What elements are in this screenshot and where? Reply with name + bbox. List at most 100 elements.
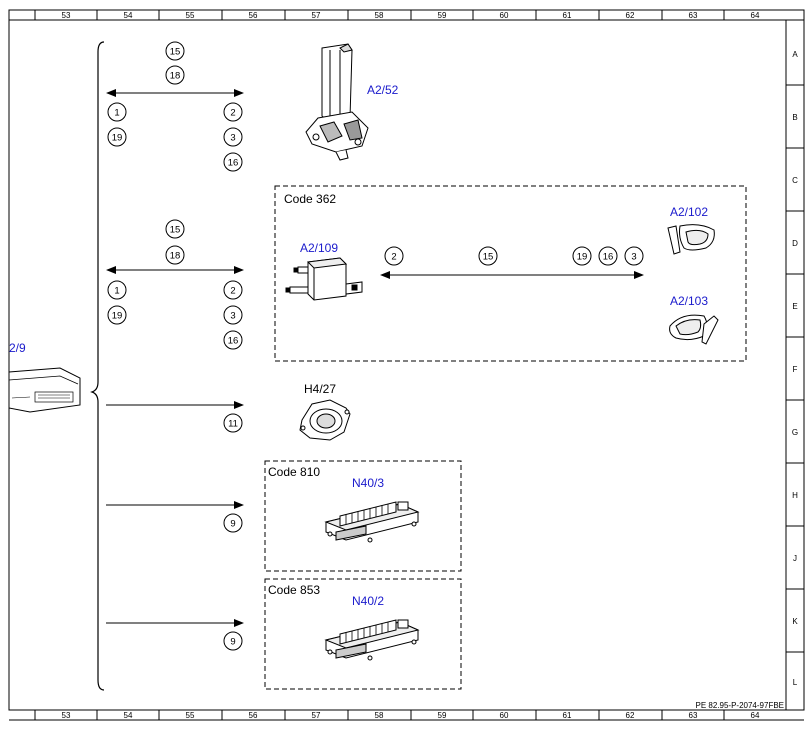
svg-text:11: 11 bbox=[228, 419, 238, 430]
svg-text:19: 19 bbox=[112, 311, 123, 322]
col-label: 58 bbox=[375, 711, 384, 720]
col-label: 53 bbox=[62, 711, 71, 720]
svg-text:3: 3 bbox=[230, 311, 235, 322]
row-label: F bbox=[793, 365, 798, 374]
row-label: J bbox=[793, 554, 797, 563]
svg-text:1: 1 bbox=[114, 108, 119, 119]
svg-text:15: 15 bbox=[170, 225, 181, 236]
col-label: 53 bbox=[62, 11, 71, 20]
n40-3-connection bbox=[106, 501, 244, 509]
col-label: 54 bbox=[124, 11, 133, 20]
col-label: 55 bbox=[186, 711, 195, 720]
n40-3-wire-markers: 9 bbox=[223, 513, 243, 533]
svg-text:16: 16 bbox=[228, 336, 239, 347]
col-label: 64 bbox=[751, 711, 760, 720]
group-box-code-853 bbox=[264, 578, 462, 690]
col-label: 61 bbox=[563, 11, 572, 20]
bus-brace bbox=[90, 41, 105, 691]
component-label-a2-103: A2/103 bbox=[670, 294, 708, 308]
a2-52-connection bbox=[106, 89, 244, 97]
group-label-code-810: Code 810 bbox=[268, 465, 320, 479]
wire-marker: 19 bbox=[107, 305, 127, 325]
svg-text:9: 9 bbox=[230, 637, 235, 648]
wire-marker: 18 bbox=[165, 245, 185, 265]
wire-marker: 16 bbox=[598, 246, 618, 266]
col-label: 63 bbox=[689, 11, 698, 20]
diagram-frame bbox=[8, 9, 805, 711]
col-label: 54 bbox=[124, 711, 133, 720]
wire-marker: 3 bbox=[223, 127, 243, 147]
component-label-partial: 2/9 bbox=[9, 341, 26, 355]
group-label-code-362: Code 362 bbox=[284, 192, 336, 206]
col-label: 64 bbox=[751, 11, 760, 20]
wire-marker: 1 bbox=[107, 280, 127, 300]
control-module-icon bbox=[324, 619, 420, 661]
col-label: 62 bbox=[626, 711, 635, 720]
svg-text:19: 19 bbox=[112, 133, 123, 144]
col-label: 55 bbox=[186, 11, 195, 20]
wire-marker: 15 bbox=[478, 246, 498, 266]
mirror-wire-markers: 2 15 19 16 3 bbox=[384, 246, 644, 266]
column-labels-top: 53 54 55 56 57 58 59 60 61 62 63 64 bbox=[62, 11, 760, 20]
row-separators bbox=[786, 84, 804, 653]
wire-marker: 19 bbox=[572, 246, 592, 266]
group-label-code-853: Code 853 bbox=[268, 583, 320, 597]
col-label: 58 bbox=[375, 11, 384, 20]
row-labels: A B C D E F G H J K L bbox=[792, 50, 798, 687]
wire-marker: 3 bbox=[624, 246, 644, 266]
svg-text:18: 18 bbox=[170, 251, 181, 262]
col-label: 57 bbox=[312, 711, 321, 720]
h4-27-connection bbox=[106, 401, 244, 409]
col-label: 62 bbox=[626, 11, 635, 20]
wire-marker: 3 bbox=[223, 305, 243, 325]
col-label: 60 bbox=[500, 11, 509, 20]
svg-text:3: 3 bbox=[230, 133, 235, 144]
wire-marker: 2 bbox=[384, 246, 404, 266]
row-label: K bbox=[792, 617, 798, 626]
row-label: A bbox=[792, 50, 798, 59]
mirror-right-icon bbox=[669, 314, 719, 345]
wire-marker: 18 bbox=[165, 65, 185, 85]
a2-52-wire-markers: 15 18 1 19 2 3 16 bbox=[107, 41, 243, 172]
wire-marker: 16 bbox=[223, 152, 243, 172]
col-label: 60 bbox=[500, 711, 509, 720]
n40-2-wire-markers: 9 bbox=[223, 631, 243, 651]
col-label: 61 bbox=[563, 711, 572, 720]
svg-text:9: 9 bbox=[230, 519, 235, 530]
wire-marker: 15 bbox=[165, 41, 185, 61]
row-label: G bbox=[792, 428, 798, 437]
column-separators bbox=[34, 10, 725, 720]
group-box-code-810 bbox=[264, 460, 462, 572]
wire-marker: 15 bbox=[165, 219, 185, 239]
component-label-a2-109: A2/109 bbox=[300, 241, 338, 255]
col-label: 59 bbox=[438, 11, 447, 20]
svg-text:3: 3 bbox=[631, 252, 636, 263]
svg-text:19: 19 bbox=[577, 252, 588, 263]
component-label-n40-3: N40/3 bbox=[352, 476, 384, 490]
svg-text:1: 1 bbox=[114, 286, 119, 297]
wire-marker: 9 bbox=[223, 513, 243, 533]
control-module-icon bbox=[324, 501, 420, 543]
col-label: 56 bbox=[249, 11, 258, 20]
document-reference: PE 82.95-P-2074-97FBE bbox=[696, 701, 785, 710]
wire-marker: 9 bbox=[223, 631, 243, 651]
h4-27-wire-markers: 11 bbox=[223, 413, 243, 433]
svg-text:2: 2 bbox=[230, 108, 235, 119]
wire-marker: 2 bbox=[223, 102, 243, 122]
antenna-icon bbox=[305, 43, 369, 161]
row-label: C bbox=[792, 176, 798, 185]
module-icon bbox=[285, 257, 363, 301]
mirror-left-icon bbox=[667, 224, 715, 255]
row-label: H bbox=[792, 491, 798, 500]
speaker-icon bbox=[299, 399, 351, 441]
group-box-code-362 bbox=[274, 185, 747, 362]
svg-text:16: 16 bbox=[603, 252, 614, 263]
svg-text:15: 15 bbox=[483, 252, 494, 263]
wire-marker: 1 bbox=[107, 102, 127, 122]
svg-text:16: 16 bbox=[228, 158, 239, 169]
row-label: E bbox=[792, 302, 797, 311]
wire-marker: 16 bbox=[223, 330, 243, 350]
svg-text:15: 15 bbox=[170, 47, 181, 58]
column-labels-bottom: 53 54 55 56 57 58 59 60 61 62 63 64 bbox=[62, 711, 760, 720]
